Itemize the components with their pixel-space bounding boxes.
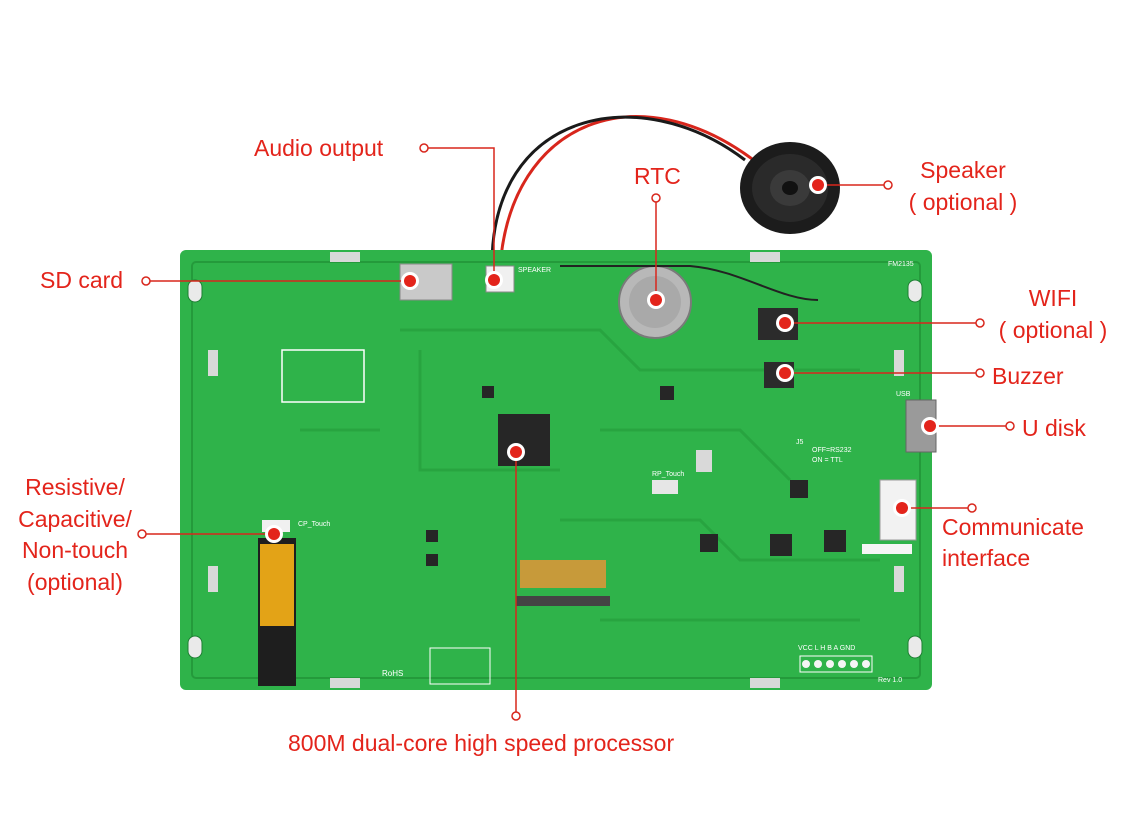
label-wifi: WIFI <box>1028 285 1078 311</box>
silk-model: FM2135 <box>888 261 914 268</box>
speaker-wire-black <box>490 115 746 269</box>
silk-speaker: SPEAKER <box>518 267 551 274</box>
label-communicate-line1: Communicate <box>942 514 1084 540</box>
label-wifi-optional: ( optional ) <box>998 317 1108 343</box>
silk-pins: VCC L H B A GND <box>798 645 855 652</box>
silk-rev: Rev 1.0 <box>878 677 902 684</box>
label-sd-card: SD card <box>40 267 124 293</box>
label-markers <box>137 143 1015 721</box>
target-markers <box>265 176 939 543</box>
label-rtc: RTC <box>634 163 681 189</box>
silk-ttl: ON = TTL <box>812 457 843 464</box>
speaker-wire-red <box>498 115 761 269</box>
silk-usb: USB <box>896 391 911 398</box>
silk-rohs: RoHS <box>382 669 403 678</box>
silk-rp-touch: RP_Touch <box>652 471 684 478</box>
label-touch-line4: (optional) <box>27 569 123 595</box>
leader-lines <box>142 147 1010 716</box>
silk-cp-touch: CP_Touch <box>298 521 330 528</box>
silk-rs232: OFF=RS232 <box>812 447 852 454</box>
label-processor: 800M dual-core high speed processor <box>288 730 675 756</box>
label-touch-line1: Resistive/ <box>25 474 125 500</box>
label-speaker: Speaker <box>920 157 1006 183</box>
label-buzzer: Buzzer <box>992 363 1064 389</box>
silk-j5: J5 <box>796 439 804 446</box>
label-audio-output: Audio output <box>254 135 384 161</box>
speaker-icon <box>740 142 840 234</box>
label-touch-line3: Non-touch <box>21 537 129 563</box>
processor-chip <box>498 414 550 466</box>
label-communicate-line2: interface <box>942 545 1031 571</box>
label-u-disk: U disk <box>1022 415 1086 441</box>
label-touch-line2: Capacitive/ <box>18 506 132 532</box>
label-speaker-optional: ( optional ) <box>908 189 1018 215</box>
